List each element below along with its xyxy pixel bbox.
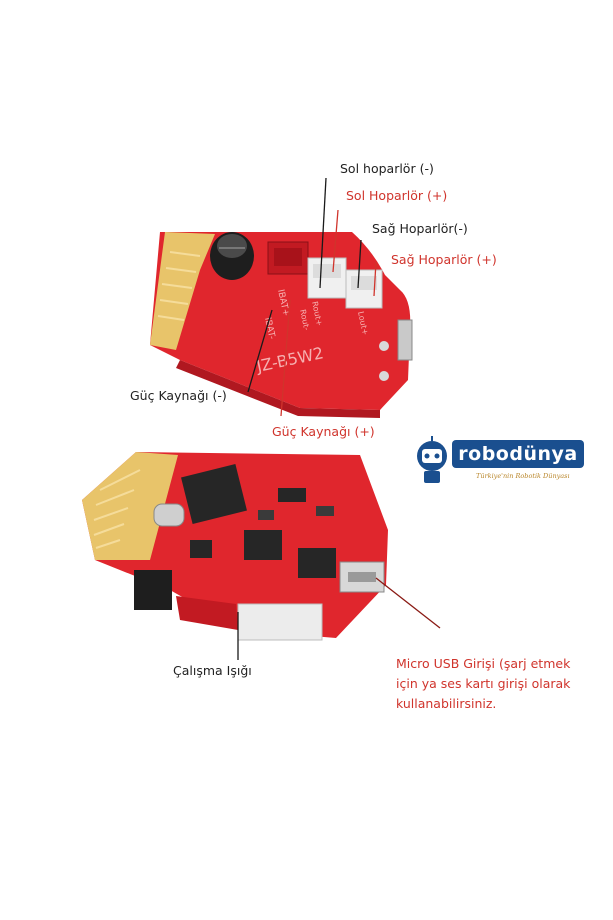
usb-note-line-1: Micro USB Girişi (şarj etmek <box>396 656 571 671</box>
main-chip <box>181 463 247 525</box>
label-sol-hoparlor-pos: Sol Hoparlör (+) <box>346 188 448 203</box>
label-sag-hoparlor-pos: Sağ Hoparlör (+) <box>391 252 497 267</box>
crystal <box>153 503 185 527</box>
usb-note: Micro USB Girişi (şarj etmek için ya ses… <box>396 654 596 714</box>
usb-note-line-3: kullanabilirsiniz. <box>396 696 497 711</box>
label-calisma-isigi: Çalışma Işığı <box>173 663 252 678</box>
label-sag-hoparlor-neg: Sağ Hoparlör(-) <box>372 221 468 236</box>
label-sol-hoparlor-neg: Sol hoparlör (-) <box>340 161 434 176</box>
robot-icon <box>417 436 447 483</box>
annotation-lines-bottom <box>237 577 441 660</box>
brand-name: robodünya <box>452 440 584 468</box>
antenna-pad-top <box>150 232 215 350</box>
label-guc-kaynagi-pos: Güç Kaynağı (+) <box>272 424 375 439</box>
label-guc-kaynagi-neg: Güç Kaynağı (-) <box>130 388 227 403</box>
antenna-pad-bottom <box>82 452 178 560</box>
amp-chip-right <box>298 548 336 578</box>
pin-rout-neg: Rout- <box>298 309 311 332</box>
usb-port-top <box>397 319 413 361</box>
top-board: JZ-B5W2 IBAT- IBAT+ Rout+ Rout- Lout+ <box>150 232 413 418</box>
pin-ibat-neg: IBAT- <box>262 317 276 341</box>
annotation-lines-top <box>247 177 377 417</box>
capacitor-top <box>210 232 254 280</box>
brand-logo: robodünya Türkiye'nin Robotik Dünyası <box>410 436 585 488</box>
bottom-board <box>82 452 388 641</box>
brand-tagline: Türkiye'nin Robotik Dünyası <box>476 472 570 480</box>
usb-note-line-2: için ya ses kartı girişi olarak <box>396 676 571 691</box>
amp-chip-left <box>244 530 282 560</box>
